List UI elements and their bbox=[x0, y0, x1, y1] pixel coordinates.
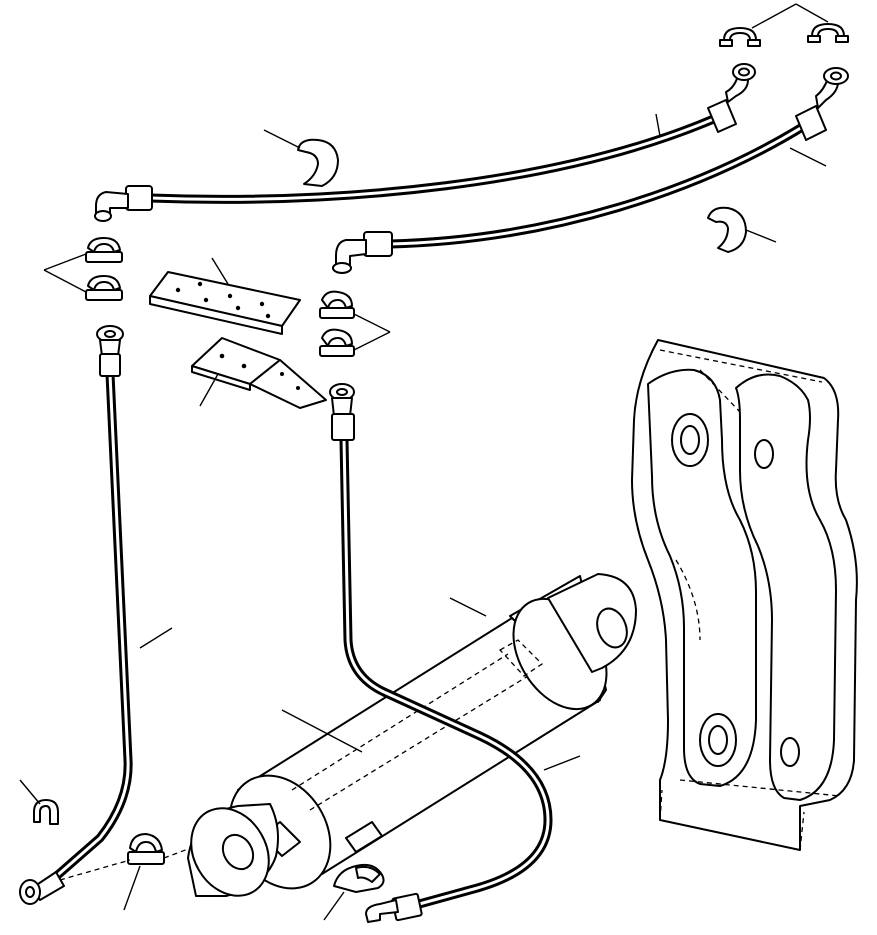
center-s-hose bbox=[329, 383, 581, 923]
clamp-left-pair bbox=[43, 237, 123, 301]
clamp-right-middle bbox=[707, 206, 777, 253]
angle-bracket bbox=[191, 337, 327, 409]
clamp-top-middle bbox=[263, 129, 339, 187]
upper-hose-front bbox=[332, 67, 849, 274]
upper-hose-rear bbox=[94, 63, 756, 222]
clamp-bottom-left bbox=[59, 833, 197, 911]
small-clip-left bbox=[19, 779, 59, 825]
mounting-plate bbox=[149, 257, 301, 335]
frame-mount-bracket bbox=[631, 339, 858, 851]
hydraulic-cylinder bbox=[187, 573, 637, 897]
left-vertical-hose bbox=[19, 325, 173, 905]
clamp-top-right-pair bbox=[719, 3, 849, 47]
clip-bottom-center bbox=[323, 863, 385, 921]
clamp-center-pair bbox=[319, 290, 391, 357]
